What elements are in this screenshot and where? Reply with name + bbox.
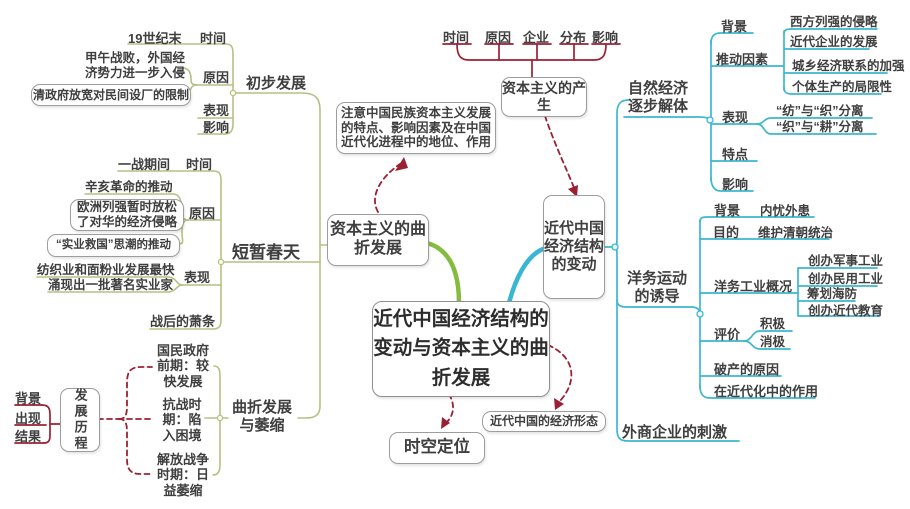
leaf-spring-cause-1[interactable]: 辛亥革命的推动 bbox=[85, 180, 173, 194]
tag-production-cause[interactable]: 原因 bbox=[485, 30, 512, 45]
leaf-overview-1[interactable]: 创办军事工业 bbox=[808, 254, 884, 268]
leaf-spring-time-value[interactable]: 一战期间 bbox=[118, 157, 171, 172]
leaf-natural-show-1[interactable]: “纺”与“织”分离 bbox=[776, 104, 864, 118]
topic-modernization-role[interactable]: 在近代化中的作用 bbox=[714, 384, 819, 399]
node-central-topic[interactable]: 近代中国经济结构的变动与资本主义的曲折发展 bbox=[372, 301, 550, 397]
node-capitalism-emergence[interactable]: 资本主义的产生 bbox=[501, 77, 587, 117]
leaf-factor-4[interactable]: 个体生产的局限性 bbox=[792, 80, 893, 94]
tag-production-impact[interactable]: 影响 bbox=[592, 30, 619, 45]
node-economic-forms[interactable]: 近代中国的经济形态 bbox=[482, 411, 606, 432]
leaf-spring-cause-2[interactable]: 欧洲列强暂时放松了对华的经济侵略 bbox=[70, 199, 184, 231]
leaf-initial-cause-2[interactable]: 清政府放宽对民间设厂的限制 bbox=[31, 84, 191, 106]
leaf-eval-positive[interactable]: 积极 bbox=[760, 317, 786, 331]
leaf-initial-time-value[interactable]: 19世纪末 bbox=[128, 31, 182, 46]
topic-initial-development[interactable]: 初步发展 bbox=[246, 75, 307, 92]
tag-initial-cause[interactable]: 原因 bbox=[203, 70, 230, 85]
leaf-factor-1[interactable]: 西方列强的侵略 bbox=[790, 15, 878, 29]
tag-history-result[interactable]: 结果 bbox=[15, 429, 42, 444]
tag-natural-impact[interactable]: 影响 bbox=[722, 177, 749, 192]
topic-natural-economy[interactable]: 自然经济逐步解体 bbox=[627, 80, 688, 115]
tag-yangwu-aim[interactable]: 目的 bbox=[713, 225, 740, 240]
tag-initial-show[interactable]: 表现 bbox=[203, 103, 230, 118]
tag-spring-cause[interactable]: 原因 bbox=[189, 206, 216, 221]
topic-foreign-enterprise[interactable]: 外商企业的刺激 bbox=[622, 424, 728, 441]
node-study-note[interactable]: 注意中国民族资本主义发展的特点、影响因素及在中国近代化进程中的地位、作用 bbox=[336, 102, 496, 154]
node-economic-structure-change[interactable]: 近代中国经济结构的变动 bbox=[543, 195, 605, 299]
topic-westernization-movement[interactable]: 洋务运动的诱导 bbox=[626, 270, 687, 305]
tag-natural-background[interactable]: 背景 bbox=[721, 19, 748, 34]
tag-yangwu-evaluation[interactable]: 评价 bbox=[714, 327, 741, 342]
leaf-yangwu-background[interactable]: 内忧外患 bbox=[760, 204, 811, 218]
tag-production-time[interactable]: 时间 bbox=[443, 30, 470, 45]
tag-production-enterprise[interactable]: 企业 bbox=[523, 30, 550, 45]
leaf-overview-3[interactable]: 筹划海防 bbox=[807, 287, 858, 301]
tag-production-distribution[interactable]: 分布 bbox=[560, 30, 587, 45]
leaf-overview-4[interactable]: 创办近代教育 bbox=[808, 304, 884, 318]
tag-initial-time[interactable]: 时间 bbox=[200, 31, 227, 46]
leaf-overview-2[interactable]: 创办民用工业 bbox=[808, 272, 884, 286]
tag-natural-feature[interactable]: 特点 bbox=[722, 147, 749, 162]
tag-spring-show[interactable]: 表现 bbox=[184, 270, 211, 285]
leaf-factor-2[interactable]: 近代企业的发展 bbox=[790, 35, 878, 49]
topic-tortuous-shrink[interactable]: 曲折发展与萎缩 bbox=[231, 399, 292, 434]
leaf-period-3[interactable]: 解放战争时期：日益萎缩 bbox=[156, 452, 209, 498]
topic-postwar-depression[interactable]: 战后的萧条 bbox=[150, 314, 216, 329]
leaf-spring-cause-3[interactable]: “实业救国”思潮的推动 bbox=[47, 234, 180, 257]
tag-yangwu-overview[interactable]: 洋务工业概况 bbox=[714, 279, 793, 294]
leaf-yangwu-aim[interactable]: 维护清朝统治 bbox=[758, 226, 834, 240]
leaf-factor-3[interactable]: 城乡经济联系的加强 bbox=[792, 59, 905, 73]
node-development-history[interactable]: 发展历程 bbox=[60, 388, 100, 452]
leaf-spring-show-2[interactable]: 涌现出一批著名实业家 bbox=[48, 278, 174, 292]
node-capitalism-development[interactable]: 资本主义的曲折发展 bbox=[327, 214, 429, 266]
tag-initial-impact[interactable]: 影响 bbox=[203, 120, 230, 135]
node-spacetime-positioning[interactable]: 时空定位 bbox=[389, 432, 485, 464]
tag-natural-factors[interactable]: 推动因素 bbox=[716, 52, 769, 67]
leaf-period-1[interactable]: 国民政府前期：较快发展 bbox=[156, 343, 209, 389]
leaf-eval-negative[interactable]: 消极 bbox=[760, 335, 786, 349]
leaf-period-2[interactable]: 抗战时期：陷入困境 bbox=[162, 397, 202, 443]
leaf-natural-show-2[interactable]: “织”与“耕”分离 bbox=[776, 120, 864, 134]
leaf-spring-show-1[interactable]: 纺织业和面粉业发展最快 bbox=[37, 263, 175, 277]
tag-natural-show[interactable]: 表现 bbox=[722, 110, 749, 125]
tag-yangwu-background[interactable]: 背景 bbox=[714, 203, 741, 218]
tag-history-appearance[interactable]: 出现 bbox=[15, 411, 42, 426]
tag-history-background[interactable]: 背景 bbox=[15, 391, 42, 406]
tag-spring-time[interactable]: 时间 bbox=[186, 157, 213, 172]
leaf-initial-cause-1[interactable]: 甲午战败，外国经济势力进一步入侵 bbox=[84, 51, 185, 80]
topic-bankruptcy-cause[interactable]: 破产的原因 bbox=[714, 362, 780, 377]
topic-brief-spring[interactable]: 短暂春天 bbox=[232, 243, 300, 262]
